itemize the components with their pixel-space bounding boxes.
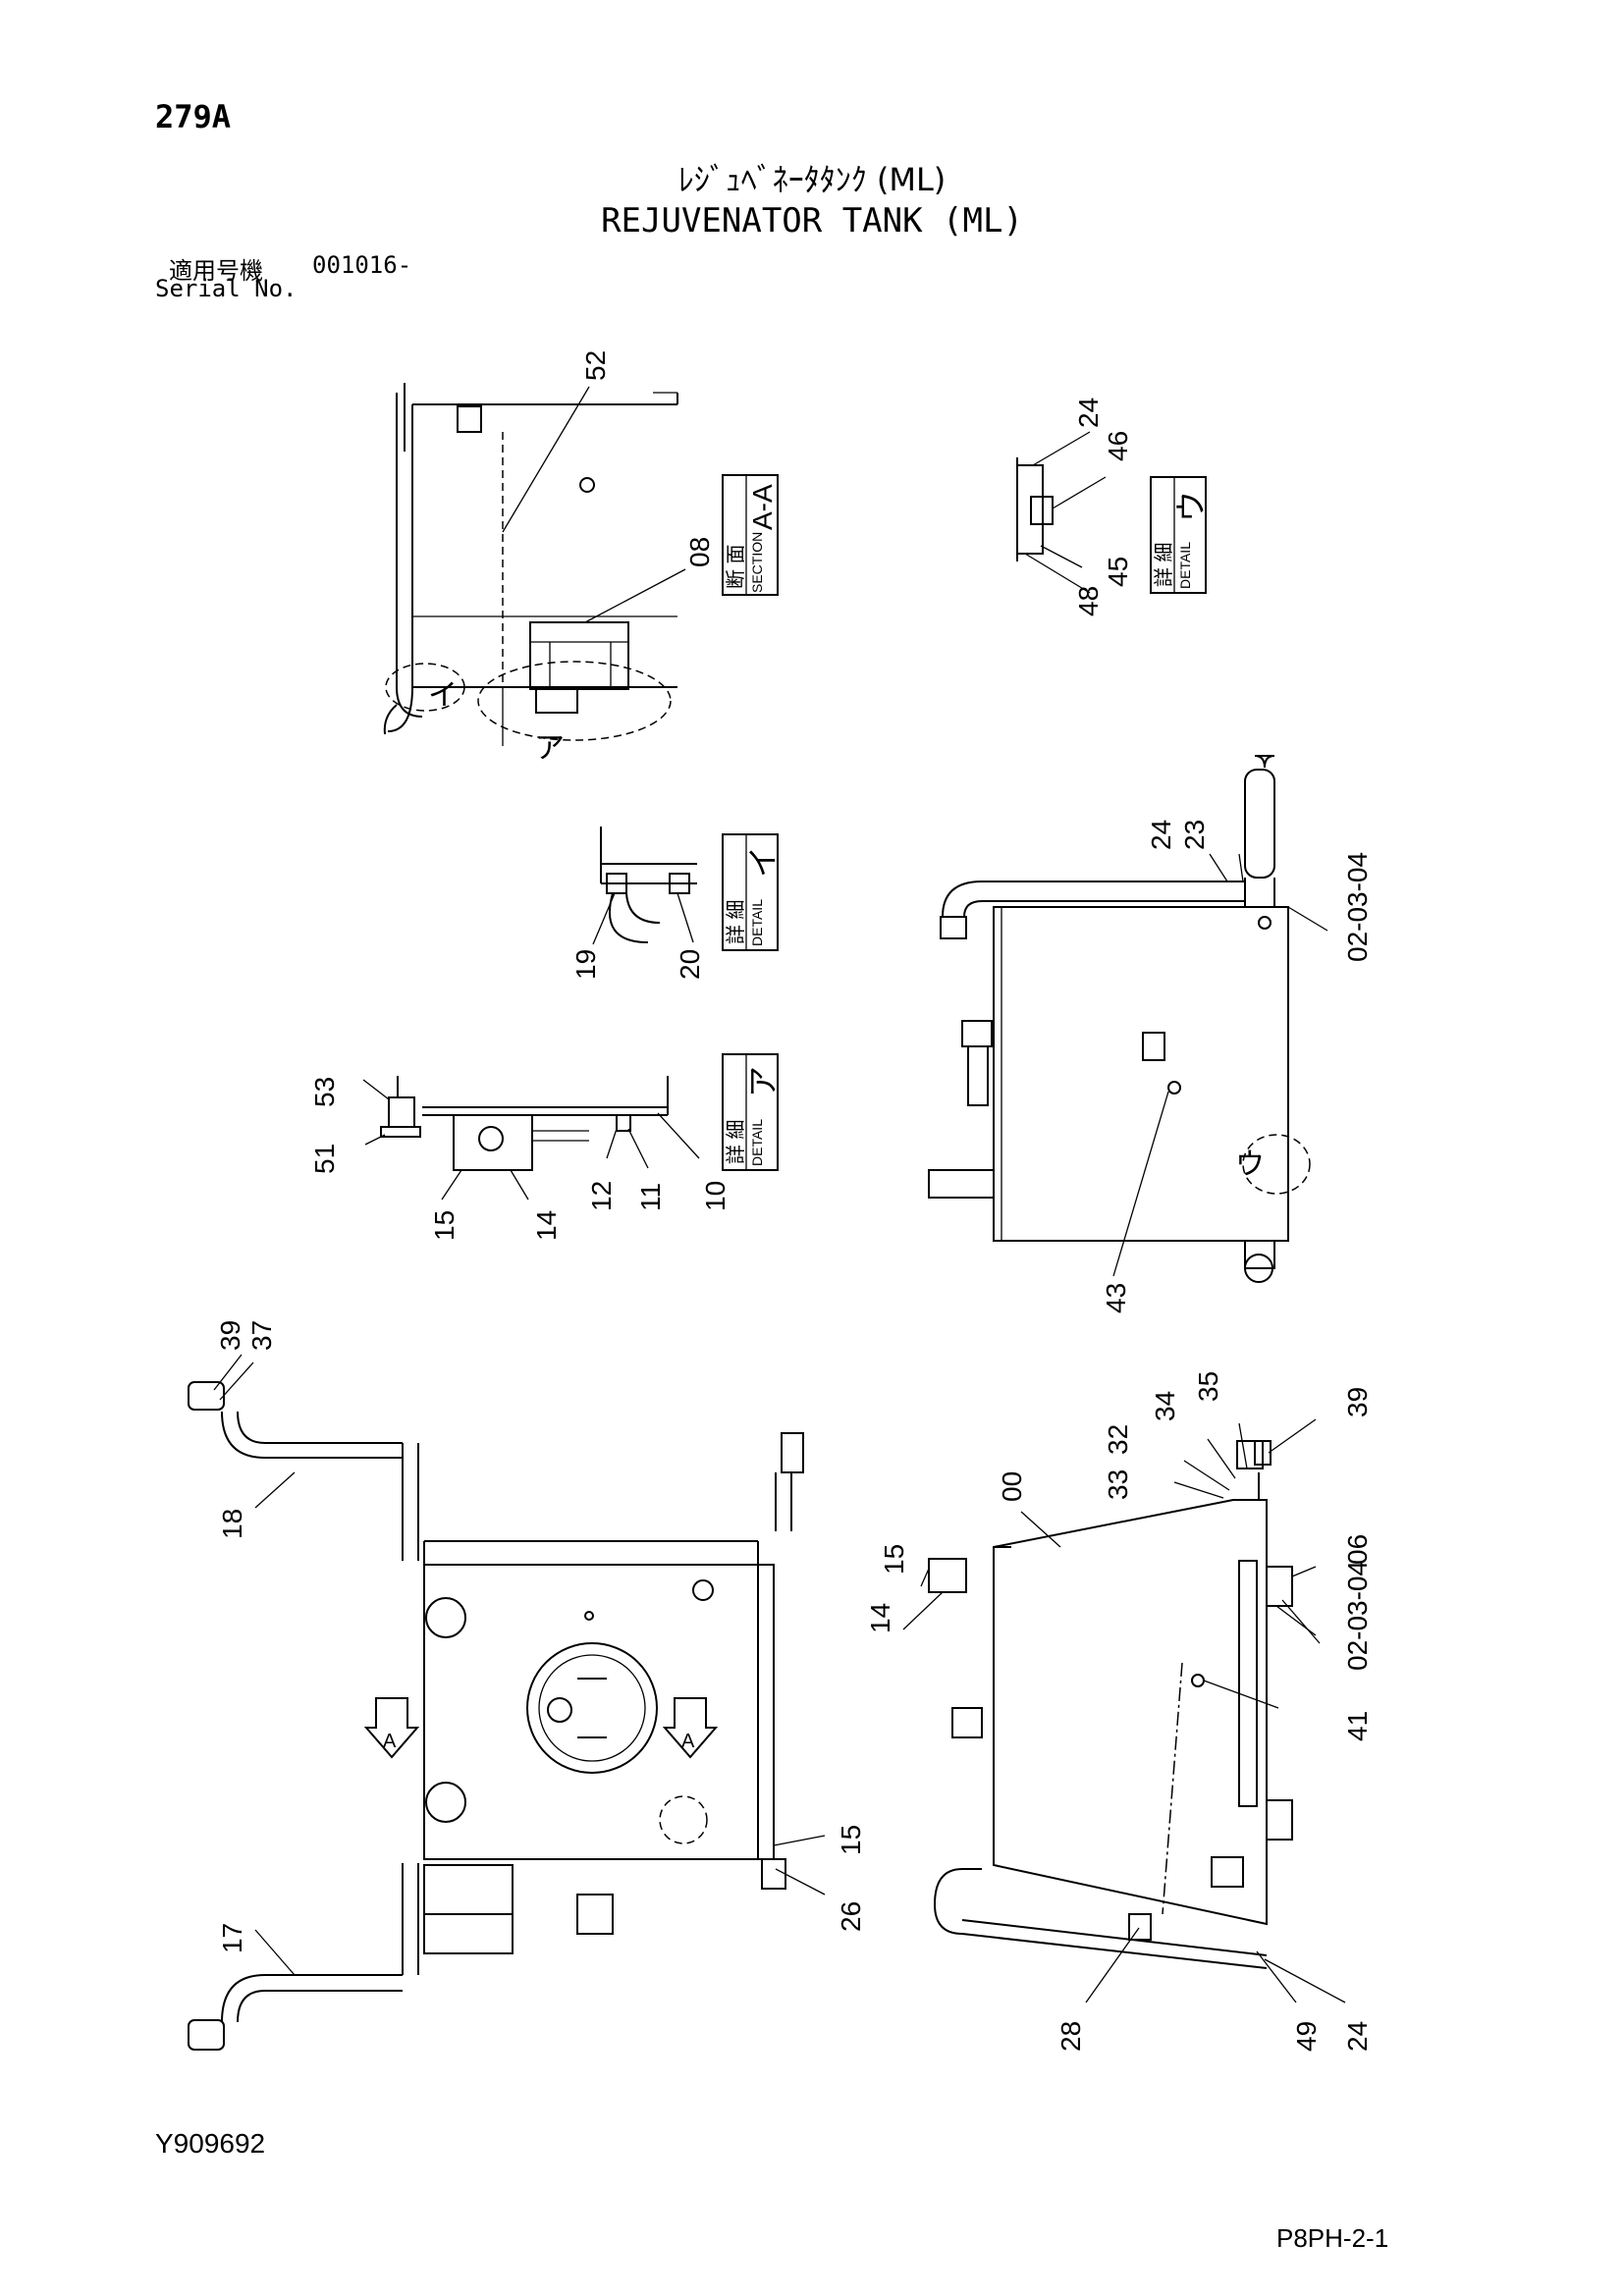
part-number: 12	[586, 1181, 617, 1211]
drawing-number: Y909692	[155, 2128, 266, 2159]
section-aa-view: イ ア 52 08 断 面 SECTION A-A	[383, 350, 779, 765]
part-number: 48	[1073, 586, 1104, 616]
detail-label-en: DETAIL	[749, 899, 765, 946]
part-number: 24	[1073, 398, 1104, 428]
part-number: 37	[246, 1320, 277, 1351]
section-label-jp: 断 面	[725, 544, 747, 589]
part-number: 32	[1103, 1424, 1133, 1455]
part-number: 34	[1150, 1391, 1180, 1421]
serial-label-english: Serial No.	[155, 275, 298, 302]
part-number: 10	[700, 1181, 731, 1211]
part-number: 14	[531, 1210, 562, 1241]
part-number: 52	[580, 350, 611, 381]
detail-label-jp: 詳 細	[1153, 542, 1175, 587]
detail-i-callout-circle	[385, 663, 465, 712]
part-number: 51	[309, 1144, 340, 1174]
part-number: 24	[1146, 820, 1176, 850]
part-number: 53	[309, 1077, 340, 1107]
part-number: 39	[1342, 1387, 1373, 1417]
part-number: 33	[1103, 1469, 1133, 1500]
side-view: ウ 24 23 02-03-04 43	[928, 755, 1373, 1313]
section-arrow-label: A	[681, 1731, 695, 1752]
part-number: 11	[635, 1183, 666, 1211]
part-number: 45	[1103, 557, 1133, 587]
page-code: P8PH-2-1	[1276, 2223, 1389, 2253]
detail-tag: ア	[745, 1066, 781, 1097]
detail-tag: ウ	[1173, 491, 1209, 522]
detail-i-view: 19 20 詳 細 DETAIL イ	[570, 827, 781, 980]
part-number: 23	[1179, 820, 1210, 850]
part-number: 19	[570, 949, 601, 980]
title-english: REJUVENATOR TANK (ML)	[601, 201, 1023, 240]
callout-u: ウ	[1235, 1148, 1265, 1181]
part-number: 00	[997, 1471, 1027, 1502]
detail-tag: イ	[745, 846, 781, 878]
part-number: 18	[217, 1509, 247, 1539]
part-number: 14	[865, 1603, 895, 1633]
part-number: 17	[217, 1923, 247, 1953]
section-label-en: SECTION	[749, 532, 765, 593]
callout-a: ア	[535, 732, 565, 765]
page-number: 279A	[155, 98, 232, 135]
serial-label-japanese: 適用号機	[169, 257, 263, 285]
part-number: 06	[1342, 1534, 1373, 1565]
part-number: 49	[1291, 2021, 1322, 2052]
detail-a-callout-circle	[477, 661, 672, 741]
part-number: 15	[836, 1825, 866, 1855]
front-view: 00 15 14 32 33 34 35 39 06 02-03-04 41 2…	[865, 1371, 1373, 2052]
section-arrow-a-right	[662, 1697, 719, 1759]
part-number: 41	[1342, 1711, 1373, 1741]
title-japanese: ﾚｼﾞｭﾍﾞﾈｰﾀﾀﾝｸ (ML)	[677, 161, 947, 198]
part-number: 39	[215, 1320, 245, 1351]
part-number: 26	[836, 1901, 866, 1932]
part-number: 24	[1342, 2021, 1373, 2052]
part-number: 35	[1193, 1371, 1223, 1402]
section-arrow-a-left	[363, 1697, 420, 1759]
top-view: A A 39 37 18 17 15 26	[188, 1320, 866, 2051]
section-tag: A-A	[747, 484, 778, 530]
part-number: 15	[879, 1544, 909, 1575]
detail-label-jp: 詳 細	[725, 1119, 747, 1164]
part-number: 20	[675, 949, 705, 980]
detail-u-callout-circle	[1242, 1134, 1311, 1195]
detail-label-jp: 詳 細	[725, 899, 747, 944]
part-number: 43	[1101, 1283, 1131, 1313]
part-number: 08	[684, 537, 715, 567]
section-arrow-label: A	[383, 1731, 397, 1752]
part-number: 02-03-04	[1342, 852, 1373, 962]
detail-u-view: 24 46 45 48 詳 細 DETAIL ウ	[1016, 398, 1209, 616]
part-number: 15	[429, 1210, 460, 1241]
detail-a-view: 53 51 15 14 12 11 10 詳 細 DETAIL ア	[309, 1053, 781, 1241]
part-number: 28	[1056, 2021, 1086, 2052]
detail-label-en: DETAIL	[749, 1119, 765, 1166]
serial-value: 001016-	[312, 251, 412, 279]
callout-i: イ	[428, 679, 458, 712]
part-number: 02-03-04	[1342, 1561, 1373, 1671]
part-number: 46	[1103, 431, 1133, 461]
detail-label-en: DETAIL	[1177, 542, 1193, 589]
